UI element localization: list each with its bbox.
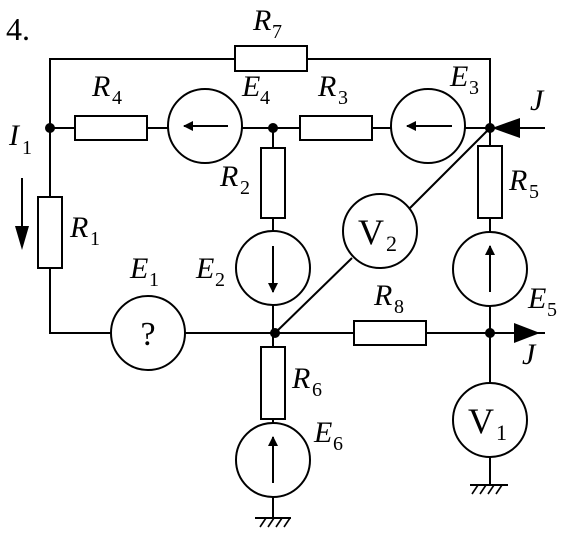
svg-text:I: I [8,119,21,152]
voltage-source-e3 [390,88,466,164]
svg-text:R: R [373,279,392,312]
current-i1-arrow [15,178,29,250]
voltage-source-e1: ? [110,295,186,371]
svg-text:2: 2 [215,269,225,291]
label-e4: E 4 [241,70,270,109]
voltage-source-e6 [235,422,311,498]
label-e1: E 1 [129,252,159,291]
label-r5: R 5 [508,164,539,203]
svg-text:R: R [219,160,238,193]
ground-symbol-e6 [255,517,291,528]
svg-text:E: E [195,252,214,285]
svg-text:4: 4 [260,87,270,109]
label-j-out: J [522,338,537,371]
current-source-j-in-arrow [492,118,520,138]
label-r4: R 4 [91,70,122,109]
svg-text:R: R [291,362,310,395]
svg-text:R: R [508,164,527,197]
svg-text:3: 3 [469,77,479,99]
svg-text:8: 8 [394,296,404,318]
current-source-j-out-arrow [514,323,540,343]
label-r6: R 6 [291,362,322,401]
voltage-source-e2 [235,230,311,306]
voltmeter-v2: V 2 [342,193,418,269]
junction-dot [270,328,280,338]
svg-text:E: E [449,60,468,93]
svg-text:6: 6 [312,379,322,401]
v1-symbol: V [468,401,494,441]
voltmeter-v1: V 1 [452,382,528,458]
resistor-r8 [353,320,427,346]
e1-unknown-mark: ? [140,316,155,353]
label-i1: I 1 [8,119,32,159]
label-r1: R 1 [69,211,100,250]
label-r2: R 2 [219,160,250,199]
svg-text:1: 1 [90,228,100,250]
svg-text:J: J [530,84,545,117]
resistor-r4 [74,115,148,141]
label-r8: R 8 [373,279,404,318]
v1-subscript: 1 [496,420,507,445]
svg-text:1: 1 [149,269,159,291]
resistor-r3 [299,115,373,141]
junction-dot [45,123,55,133]
svg-text:R: R [252,4,271,37]
label-e5: E 5 [527,282,557,321]
svg-text:6: 6 [333,433,343,455]
svg-text:R: R [317,70,336,103]
resistor-r5 [477,145,503,219]
label-j-in: J [530,84,545,117]
label-e6: E 6 [313,416,343,455]
svg-text:3: 3 [338,87,348,109]
voltage-source-e5 [452,231,528,307]
v2-symbol: V [358,212,384,252]
resistor-r2 [260,147,286,219]
ground-symbol-v1 [470,484,508,495]
svg-text:R: R [91,70,110,103]
resistor-r1 [37,196,63,269]
label-e3: E 3 [449,60,479,99]
svg-text:E: E [313,416,332,449]
svg-text:4: 4 [112,87,122,109]
label-r7: R 7 [252,4,282,43]
junction-dot [485,123,495,133]
resistor-r6 [260,346,286,420]
svg-text:E: E [129,252,148,285]
svg-text:E: E [241,70,260,103]
junction-dot [268,123,278,133]
v2-subscript: 2 [386,231,397,256]
junction-dot [485,328,495,338]
resistor-r7 [234,45,308,72]
svg-text:7: 7 [272,21,282,43]
svg-text:5: 5 [547,299,557,321]
svg-text:1: 1 [22,137,32,159]
voltage-source-e4 [167,88,243,164]
problem-number: 4. [6,11,30,47]
svg-text:5: 5 [529,181,539,203]
label-r3: R 3 [317,70,348,109]
label-e2: E 2 [195,252,225,291]
svg-text:2: 2 [240,177,250,199]
svg-text:J: J [522,338,537,371]
svg-text:E: E [527,282,546,315]
svg-text:R: R [69,211,88,244]
